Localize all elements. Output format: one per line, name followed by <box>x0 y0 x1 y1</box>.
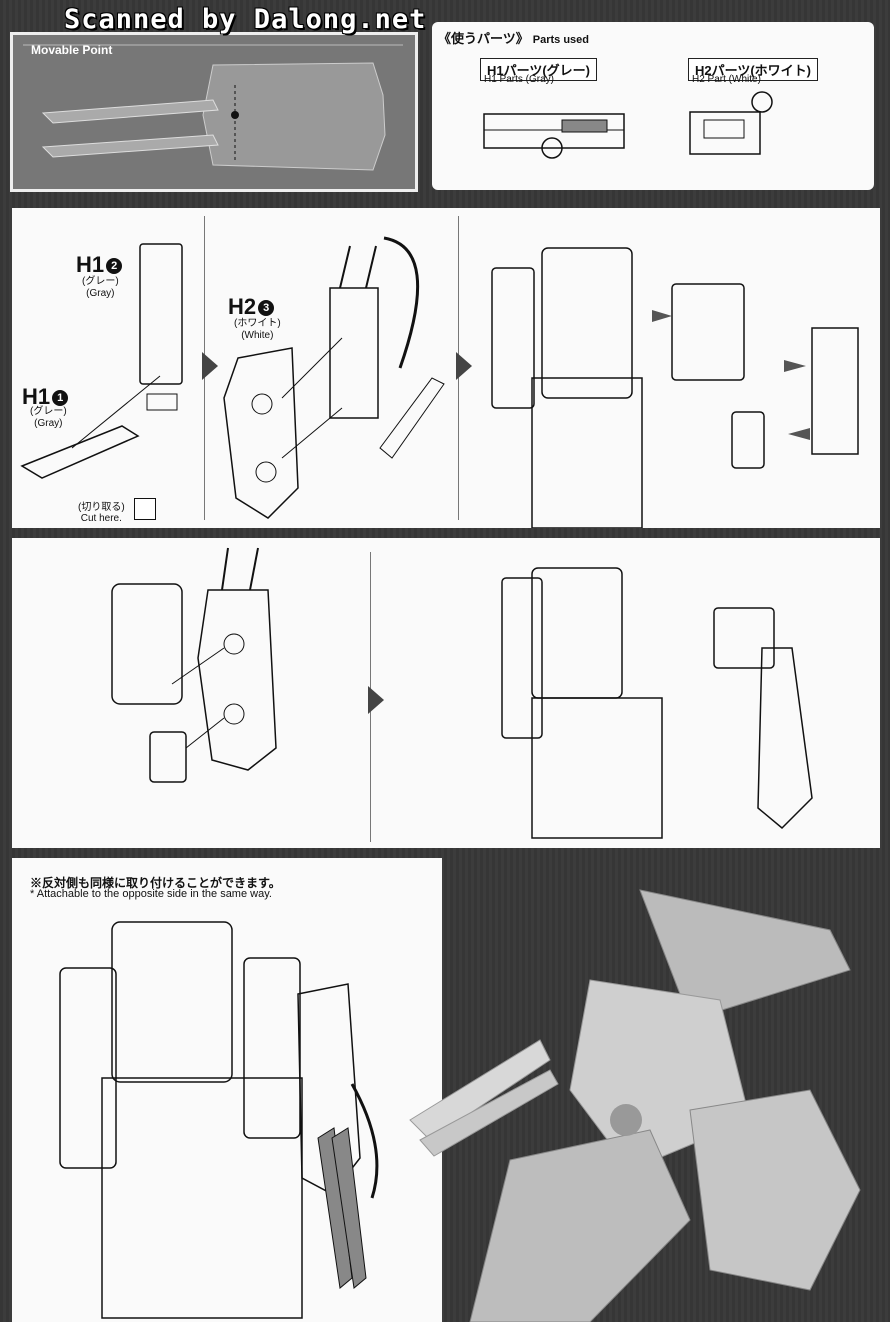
h2-3-color-jp: (ホワイト) <box>234 318 281 329</box>
h1-1-color-jp: (グレー) <box>30 406 67 417</box>
note-en: * Attachable to the opposite side in the… <box>30 888 272 900</box>
movable-point-title: Movable Point <box>31 43 113 57</box>
h2-3-color-en: (White) <box>241 330 274 341</box>
step-attach-shield-illustration <box>20 236 859 528</box>
step-mount-shield-panel <box>12 538 880 848</box>
h2-3-number-badge: 3 <box>258 300 275 317</box>
h2-parts-label: H2パーツ(ホワイト) <box>688 58 819 81</box>
cut-here-jp: (切り取る) <box>78 502 125 513</box>
h1-1-part-code: H1 <box>22 384 51 409</box>
h2-parts-label-en: H2 Part (White) <box>692 74 761 85</box>
h1-2-part-code: H1 <box>76 252 105 277</box>
parts-used-heading: 《使うパーツ》Parts used <box>438 28 589 47</box>
next-step-chevron-icon <box>202 352 218 380</box>
parts-used-title-jp: 《使うパーツ》 <box>438 31 529 46</box>
h1-parts-label: H1パーツ(グレー) <box>480 58 598 81</box>
next-step-chevron-icon <box>456 352 472 380</box>
h1-2-color: (グレー) (Gray) <box>82 276 119 300</box>
cut-here-en: Cut here. <box>80 513 122 524</box>
movable-point-illustration <box>23 44 403 171</box>
parts-used-panel: 《使うパーツ》Parts used H1パーツ(グレー) H1 Parts (G… <box>432 22 874 190</box>
nipper-icon <box>134 498 156 520</box>
watermark: Scanned by Dalong.net <box>64 4 427 35</box>
cut-here-note: (切り取る) Cut here. <box>78 498 125 524</box>
runner-illustrations <box>483 91 773 159</box>
opposite-side-illustration <box>59 921 379 1319</box>
step-mount-shield-illustration <box>111 547 813 839</box>
h1-1-color-en: (Gray) <box>34 418 63 429</box>
h2-3-part-code: H2 <box>228 294 257 319</box>
h2-3-color: (ホワイト) (White) <box>234 318 281 342</box>
h1-1-color: (グレー) (Gray) <box>30 406 67 430</box>
opposite-side-panel <box>12 858 442 1322</box>
movable-point-panel: Movable Point <box>10 32 418 192</box>
h1-1-number-badge: 1 <box>52 390 69 407</box>
h1-parts-label-en: H1 Parts (Gray) <box>484 74 555 85</box>
note-jp: ※反対側も同様に取り付けることができます。 <box>30 876 281 890</box>
h1-2-color-en: (Gray) <box>86 288 115 299</box>
model-photo <box>409 889 861 1322</box>
next-step-chevron-icon <box>368 686 384 714</box>
h1-2-number-badge: 2 <box>106 258 123 275</box>
parts-used-title-en: Parts used <box>532 34 589 46</box>
h1-2-color-jp: (グレー) <box>82 276 119 287</box>
